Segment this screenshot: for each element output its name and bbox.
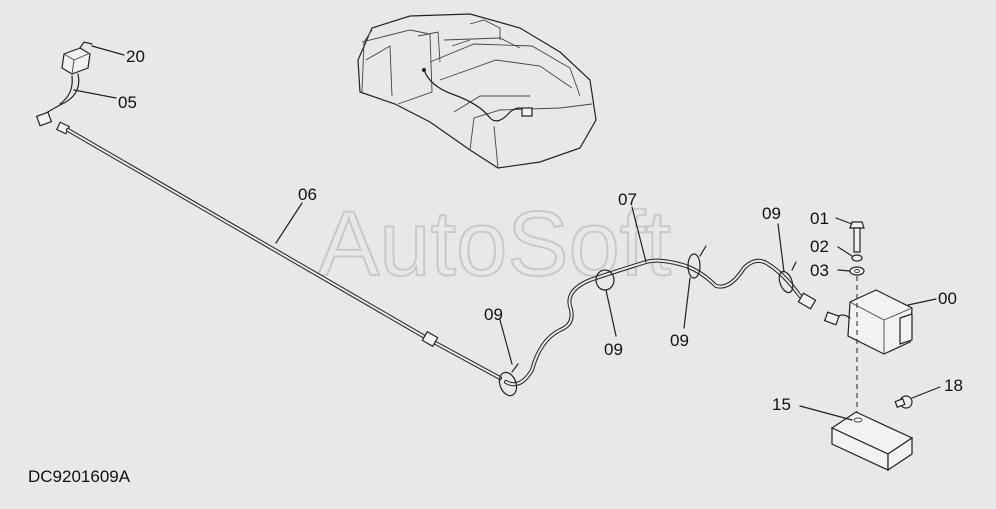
part-00-controller-box bbox=[823, 289, 937, 355]
part-07-harness bbox=[504, 206, 817, 387]
part-05-harness bbox=[35, 73, 117, 127]
clamp-09-b bbox=[595, 269, 617, 337]
part-20-connector bbox=[61, 41, 125, 75]
drawing-code: DC9201609A bbox=[28, 467, 131, 486]
part-03-washer bbox=[837, 266, 865, 276]
part-02-washer bbox=[837, 246, 863, 262]
callout-06: 06 bbox=[298, 185, 317, 204]
clamp-09-c bbox=[683, 245, 707, 329]
callout-01: 01 bbox=[810, 209, 829, 228]
part-15-bracket bbox=[799, 405, 914, 472]
callout-09-c: 09 bbox=[670, 331, 689, 350]
callout-05: 05 bbox=[118, 93, 137, 112]
clamp-09-d bbox=[777, 223, 797, 294]
callout-20: 20 bbox=[126, 47, 145, 66]
part-01-bolt bbox=[835, 217, 865, 253]
part-18-bolt bbox=[894, 386, 941, 409]
clamp-09-a bbox=[498, 319, 519, 397]
callout-09-a: 09 bbox=[484, 305, 503, 324]
callout-15: 15 bbox=[772, 395, 791, 414]
part-06-harness bbox=[55, 121, 502, 380]
callout-03: 03 bbox=[810, 261, 829, 280]
excavator-overview-illustration bbox=[357, 13, 597, 169]
watermark: AutoSoft bbox=[318, 193, 671, 295]
callout-02: 02 bbox=[810, 237, 829, 256]
callout-00: 00 bbox=[938, 289, 957, 308]
callout-07: 07 bbox=[618, 190, 637, 209]
callout-09-b: 09 bbox=[604, 340, 623, 359]
callout-18: 18 bbox=[944, 376, 963, 395]
callout-09-d: 09 bbox=[762, 204, 781, 223]
